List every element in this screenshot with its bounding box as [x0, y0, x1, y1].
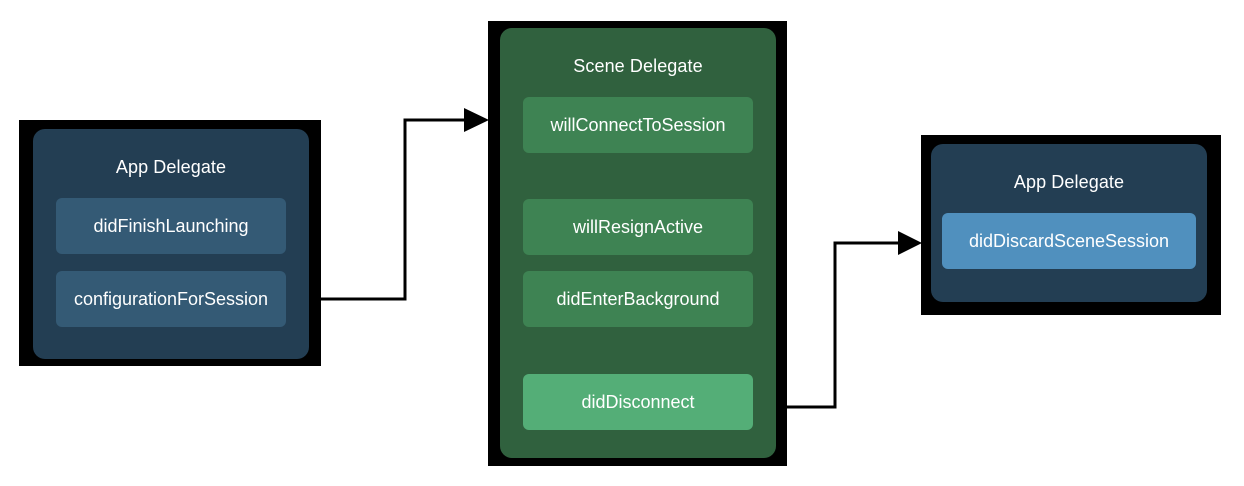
- did-enter-background-node: didEnterBackground: [523, 271, 753, 327]
- configuration-for-session-node: configurationForSession: [56, 271, 286, 327]
- arrow-config-to-scene-head: [464, 108, 489, 132]
- did-discard-scene-session-node: didDiscardSceneSession: [942, 213, 1196, 269]
- app-delegate-title-left: App Delegate: [115, 157, 227, 177]
- did-disconnect-node: didDisconnect: [523, 374, 753, 430]
- did-finish-launching-node: didFinishLaunching: [56, 198, 286, 254]
- will-connect-to-session-node: willConnectToSession: [523, 97, 753, 153]
- arrow-config-to-scene: [321, 108, 489, 301]
- scene-delegate-panel: Scene Delegate willConnectToSession will…: [500, 28, 776, 458]
- arrow-disconnect-to-discard-line: [787, 241, 900, 409]
- arrow-disconnect-to-discard: [787, 231, 922, 409]
- scene-delegate-title: Scene Delegate: [573, 56, 703, 76]
- arrow-config-to-scene-line: [321, 118, 466, 301]
- app-delegate-panel-left: App Delegate didFinishLaunching configur…: [33, 129, 309, 359]
- app-delegate-title-right: App Delegate: [1013, 172, 1125, 192]
- app-delegate-panel-right: App Delegate didDiscardSceneSession: [931, 144, 1207, 302]
- arrow-disconnect-to-discard-head: [898, 231, 922, 255]
- will-resign-active-node: willResignActive: [523, 199, 753, 255]
